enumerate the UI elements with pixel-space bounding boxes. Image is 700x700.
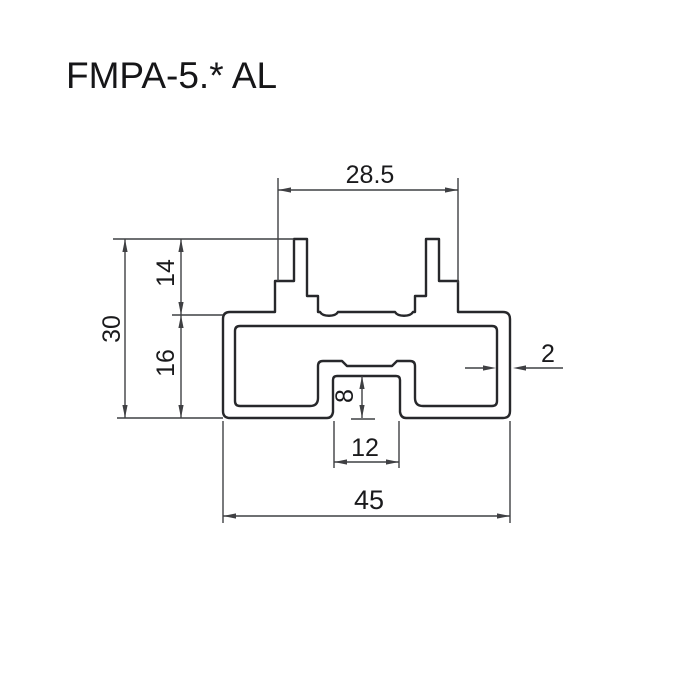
arrowhead-down xyxy=(178,405,184,418)
dimension-label-total-height: 30 xyxy=(98,315,126,343)
arrowhead-right xyxy=(483,365,496,371)
dimension-channel-depth: 8 xyxy=(331,376,375,420)
arrowhead-right xyxy=(445,187,458,193)
dimension-label-channel-depth: 8 xyxy=(331,389,359,403)
arrowhead-up xyxy=(178,239,184,252)
dimension-channel-width: 12 xyxy=(333,421,400,468)
arrowhead-left xyxy=(513,365,526,371)
dimension-label-total-width: 45 xyxy=(354,485,384,515)
dimension-fin-height: 14 xyxy=(152,239,184,315)
dimension-total-height: 30 xyxy=(98,239,128,418)
arrowhead-right xyxy=(497,513,510,519)
arrowhead-up xyxy=(178,315,184,328)
dimension-label-wall-thickness: 2 xyxy=(541,340,555,368)
dimension-body-height: 16 xyxy=(152,315,184,418)
profile-outer-contour xyxy=(221,237,512,420)
arrowhead-left xyxy=(334,459,347,465)
dimension-total-width: 45 xyxy=(222,421,511,523)
dimension-label-slot-span: 28.5 xyxy=(346,161,395,189)
arrowhead-up xyxy=(359,376,365,389)
page-title: FMPA-5.* AL xyxy=(66,55,277,96)
dimension-label-fin-height: 14 xyxy=(152,259,180,287)
arrowhead-down xyxy=(122,405,128,418)
profile-inner-cavity xyxy=(233,324,499,408)
arrowhead-left xyxy=(223,513,236,519)
arrowhead-down xyxy=(359,405,365,418)
dimension-label-channel-width: 12 xyxy=(351,434,379,462)
left-extension-lines xyxy=(113,238,294,419)
arrowhead-right xyxy=(386,459,399,465)
arrowhead-up xyxy=(122,239,128,252)
dimension-slot-span: 28.5 xyxy=(277,161,459,283)
profile-geometry xyxy=(221,237,512,420)
dimension-wall-thickness: 2 xyxy=(465,340,563,371)
arrowhead-down xyxy=(178,302,184,315)
arrowhead-left xyxy=(278,187,291,193)
dimension-label-body-height: 16 xyxy=(152,349,180,377)
